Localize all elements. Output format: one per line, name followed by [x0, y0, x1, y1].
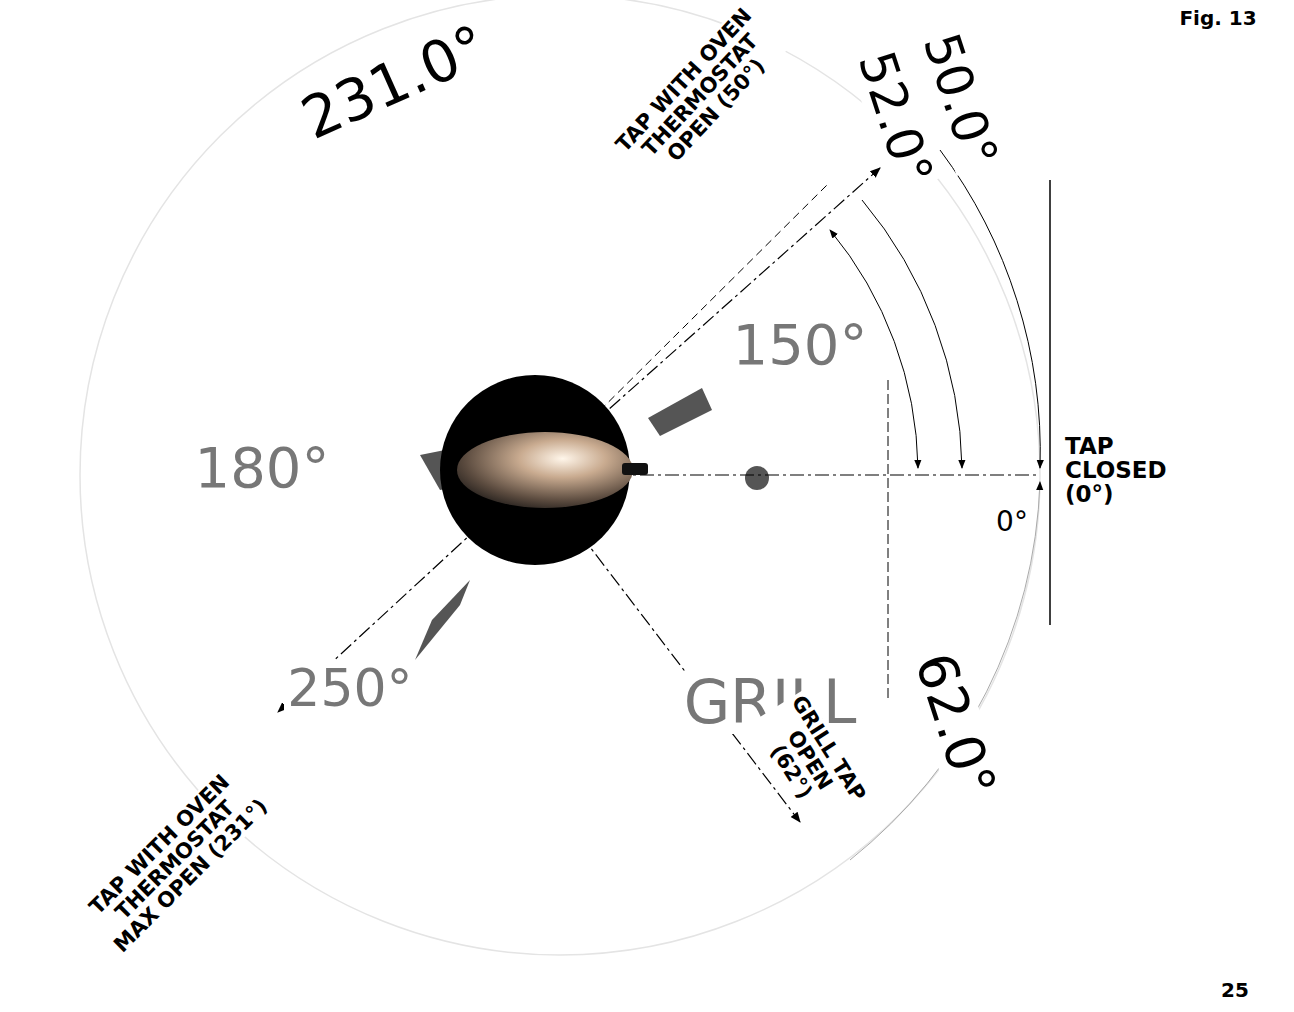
dimension-value: 231.0°	[291, 13, 499, 150]
position-note: TAP WITH OVEN THERMOSTAT OPEN (50°)	[609, 1, 791, 189]
scale-value: 180°	[192, 439, 333, 498]
knob-pointer	[622, 463, 648, 475]
dimension-arc	[850, 482, 1040, 860]
dimension-value: 62.0°	[904, 643, 1005, 806]
reference-line	[1049, 180, 1051, 625]
scale-value: 150°	[730, 316, 871, 375]
indicator-dot	[745, 466, 769, 490]
scale-value: 250°	[284, 661, 415, 716]
dimension-value: 0°	[993, 507, 1031, 536]
page-number: 25	[1218, 980, 1252, 1001]
position-note: TAP CLOSED (0°)	[1062, 434, 1218, 506]
position-note: TAP WITH OVEN THERMOSTAT MAX OPEN (231°)	[75, 760, 275, 960]
figure-caption: Fig. 13	[1176, 8, 1259, 29]
scale-mark	[648, 388, 712, 436]
dimension-arc	[862, 200, 962, 468]
scale-mark	[415, 580, 470, 660]
knob-dome	[457, 432, 633, 508]
reference-line	[888, 380, 889, 700]
dimension-arc	[940, 150, 1040, 468]
